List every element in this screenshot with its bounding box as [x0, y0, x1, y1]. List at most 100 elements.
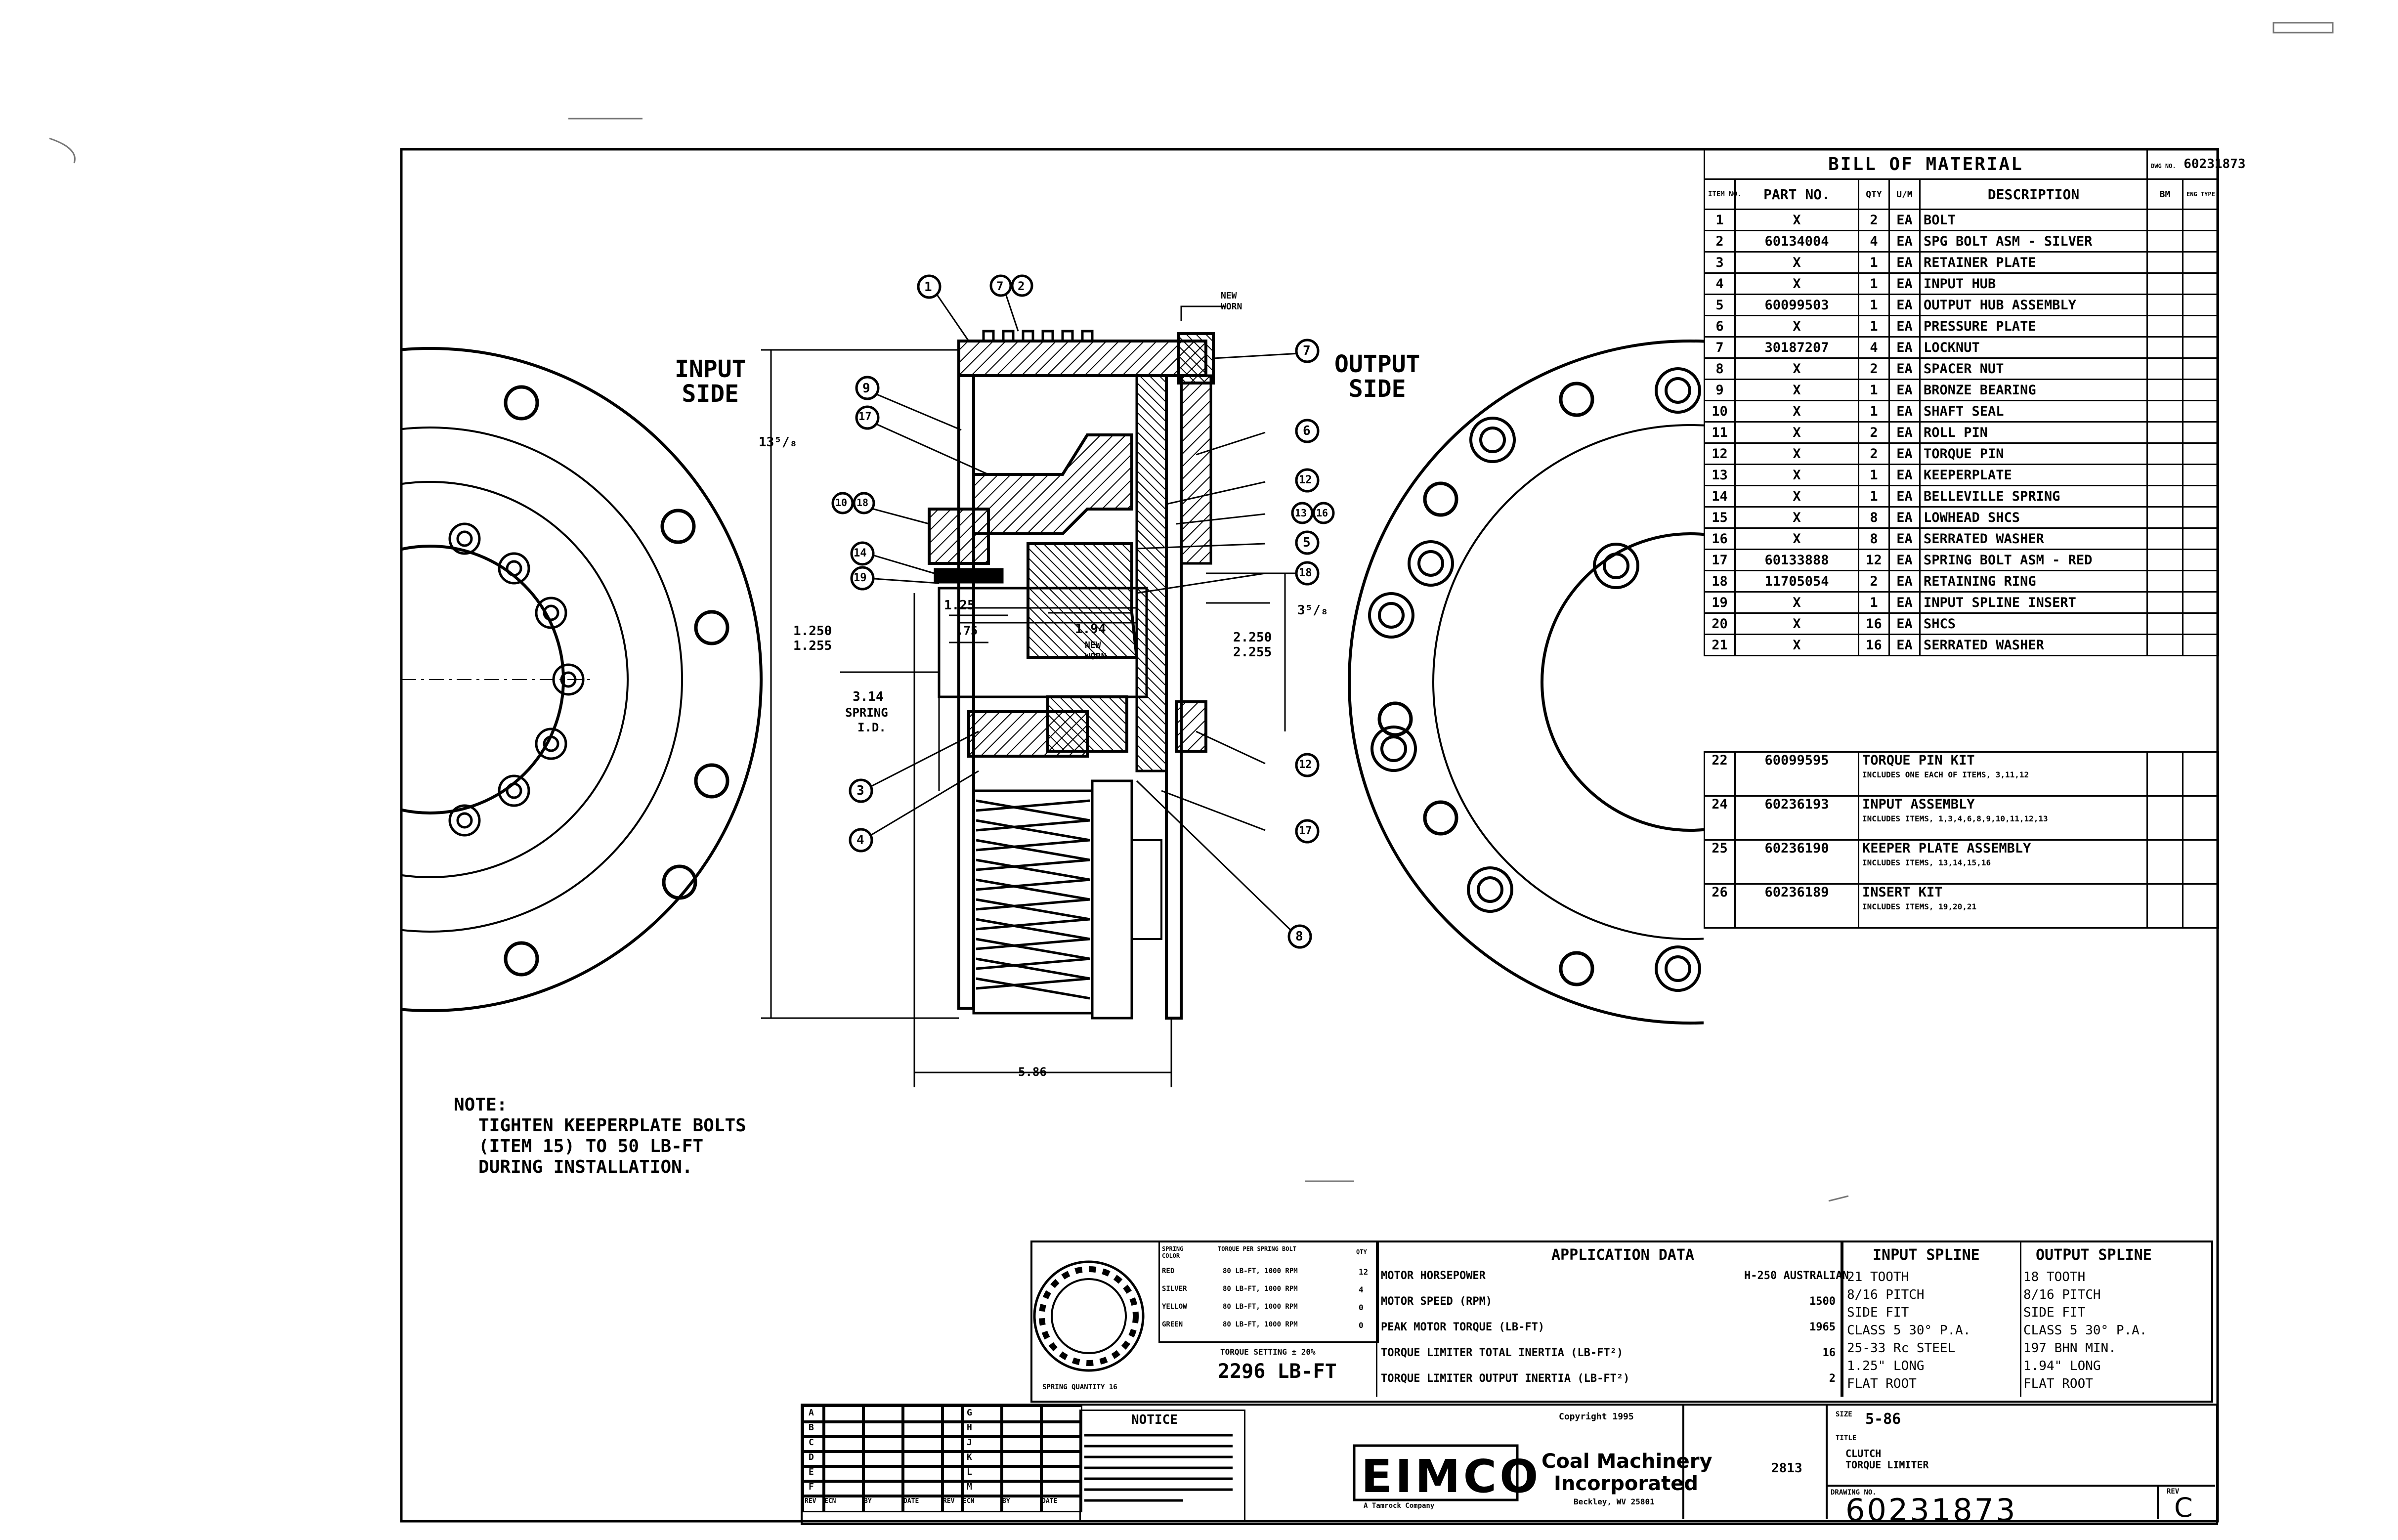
installation-note: NOTE: TIGHTEN KEEPERPLATE BOLTS (ITEM 15… [454, 1095, 746, 1178]
spacer [1060, 1406, 1074, 1519]
bom-cell-blank [2146, 230, 2184, 253]
bom-title: BILL OF MATERIAL [1703, 148, 2148, 180]
bom-cell-item: 7 [1704, 336, 1736, 359]
revision-cell [822, 1406, 865, 1423]
bom-cell-desc: SERRATED WASHER [1919, 527, 2148, 550]
bom-cell-um: EA [1888, 209, 1921, 231]
bom-cell-item: 5 [1704, 294, 1736, 316]
revision-cell [803, 1435, 825, 1453]
bom-cell-item: 14 [1704, 485, 1736, 508]
bom-cell-blank [2146, 421, 2184, 444]
bom-cell-qty: 1 [1858, 400, 1890, 423]
bom-dwg-no: DWG NO. 60231873 [2146, 148, 2245, 180]
revision-cell [1040, 1450, 1082, 1468]
dim-2-255: 2.255 [1233, 645, 1272, 660]
revision-cell [901, 1420, 944, 1438]
revision-cell [961, 1435, 1003, 1453]
input-spline-line: FLAT ROOT [1847, 1376, 1917, 1391]
rev-value: C [2174, 1492, 2193, 1523]
kit-desc-text: TORQUE PIN KIT [1862, 753, 1975, 768]
kit-cell-blank [2182, 839, 2219, 885]
kit-cell-blank [2182, 883, 2219, 929]
application-row-value: H-250 AUSTRALIAN [1744, 1270, 1849, 1282]
revision-cell [961, 1495, 1003, 1512]
spring-color: SILVER [1162, 1285, 1187, 1293]
balloon-7b: 7 [1303, 343, 1311, 358]
input-side-word: INPUT [675, 355, 746, 383]
title-line-1: CLUTCH [1845, 1448, 1882, 1459]
revision-cell [1000, 1406, 1043, 1423]
spring-qty: 0 [1359, 1321, 1364, 1330]
bom-cell-item: 3 [1704, 251, 1736, 274]
bom-cell-part: X [1734, 527, 1859, 550]
dim-1-94: 1.94 [1075, 622, 1106, 637]
kit-item: 24 [1704, 795, 1736, 841]
bom-cell-qty: 16 [1858, 612, 1890, 635]
revision-header: BY [1002, 1497, 1010, 1505]
output-spline-line: 1.94" LONG [2023, 1359, 2101, 1373]
balloon-12b: 12 [1299, 759, 1312, 771]
bom-cell-item: 13 [1704, 464, 1736, 486]
revision-letter: F [809, 1482, 814, 1492]
bom-header-bm: BM [2146, 178, 2184, 210]
eimco-logo [1353, 1444, 1519, 1501]
revision-header: ECN [963, 1497, 975, 1505]
bom-cell-blank [2182, 294, 2220, 316]
revision-cell [941, 1480, 964, 1497]
dim-1-250: 1.250 [793, 624, 832, 639]
bom-cell-qty: 2 [1858, 421, 1890, 444]
bom-cell-blank [2182, 209, 2220, 231]
revision-header: DATE [903, 1497, 919, 1505]
balloon-17: 17 [858, 411, 872, 423]
bom-cell-blank [2146, 379, 2184, 401]
revision-letter: B [809, 1422, 814, 1433]
bom-cell-um: EA [1888, 506, 1921, 529]
revision-letter: J [967, 1437, 972, 1448]
bom-cell-qty: 4 [1858, 230, 1890, 253]
dim-new: NEW [1085, 640, 1101, 650]
balloon-19: 19 [854, 572, 867, 584]
dim-spring: SPRING [845, 706, 888, 720]
revision-cell [1040, 1495, 1082, 1512]
revision-cell [862, 1406, 904, 1423]
bom-cell-part: 60133888 [1734, 549, 1859, 571]
application-row-label: TORQUE LIMITER OUTPUT INERTIA (LB-FT²) [1381, 1372, 1630, 1385]
revision-letter: D [809, 1452, 814, 1462]
revision-cell [803, 1420, 825, 1438]
revision-cell [941, 1420, 964, 1438]
bom-cell-desc: RETAINER PLATE [1919, 251, 2148, 274]
revision-cell [862, 1465, 904, 1483]
balloon-4: 4 [856, 833, 864, 848]
bom-cell-blank [2146, 527, 2184, 550]
bom-cell-blank [2182, 230, 2220, 253]
output-spline-line: SIDE FIT [2023, 1305, 2086, 1320]
balloon-18b: 18 [1299, 567, 1312, 579]
spring-color: RED [1162, 1267, 1175, 1275]
application-row-value: 1500 [1809, 1295, 1836, 1308]
revision-cell [961, 1406, 1003, 1423]
bom-cell-desc: SPG BOLT ASM - SILVER [1919, 230, 2148, 253]
bom-cell-um: EA [1888, 379, 1921, 401]
revision-cell [941, 1495, 964, 1512]
bom-cell-um: EA [1888, 336, 1921, 359]
bom-dwg-no-label: DWG NO. [2151, 163, 2176, 170]
bom-cell-item: 8 [1704, 357, 1736, 380]
dwg-number-value: 60231873 [1845, 1492, 2017, 1528]
input-spline-line: 1.25" LONG [1847, 1359, 1925, 1373]
revision-cell [822, 1450, 865, 1468]
bom-cell-part: X [1734, 379, 1859, 401]
application-row-value: 2 [1829, 1372, 1836, 1385]
bom-cell-blank [2146, 549, 2184, 571]
bom-cell-blank [2146, 591, 2184, 614]
kit-item: 22 [1704, 751, 1736, 797]
